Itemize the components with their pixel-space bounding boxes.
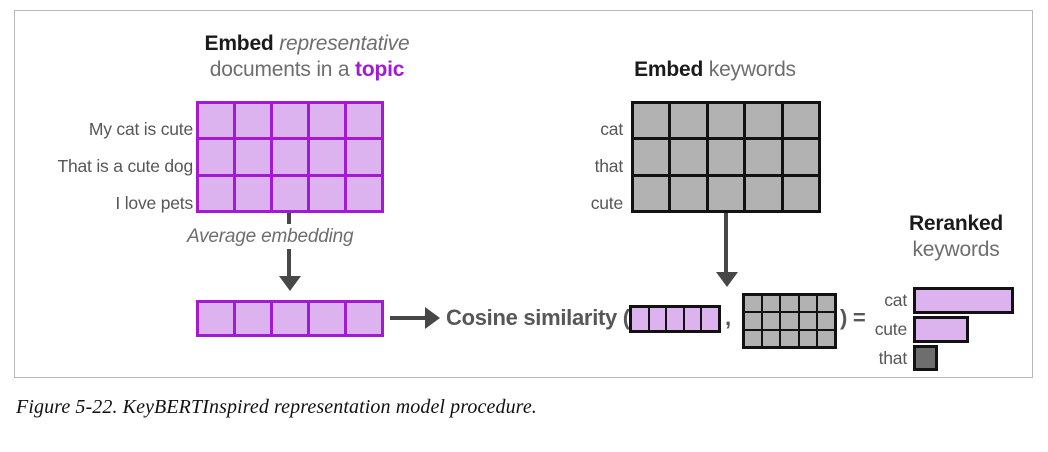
matrix-cell bbox=[783, 140, 818, 174]
reranked-bar-1 bbox=[913, 287, 1014, 314]
cosine-similarity-matrix bbox=[742, 293, 837, 349]
documents-title-representative: representative bbox=[279, 32, 410, 55]
matrix-cell bbox=[347, 140, 381, 174]
matrix-cell bbox=[199, 176, 233, 210]
matrix-cell bbox=[763, 330, 780, 346]
matrix-cell bbox=[236, 176, 270, 210]
vector-cell bbox=[199, 303, 233, 334]
reranked-bar-3 bbox=[913, 345, 938, 371]
documents-title-topic: topic bbox=[355, 58, 405, 81]
average-arrow-head bbox=[279, 276, 301, 291]
vector-cell bbox=[649, 308, 666, 330]
cosine-similarity-separator: , bbox=[725, 305, 731, 330]
matrix-cell bbox=[708, 176, 744, 210]
matrix-cell bbox=[310, 104, 344, 138]
reranked-bar-label-2: cute bbox=[874, 319, 907, 339]
matrix-cell bbox=[781, 296, 798, 312]
vector-cell bbox=[273, 303, 307, 334]
vector-cell bbox=[702, 308, 718, 330]
matrix-cell bbox=[347, 176, 381, 210]
matrix-cell bbox=[817, 330, 834, 346]
keyword-embedding-matrix bbox=[631, 101, 821, 213]
matrix-cell bbox=[634, 176, 669, 210]
document-row-label-3: I love pets bbox=[115, 193, 193, 213]
vector-cell bbox=[310, 303, 344, 334]
reranked-title-line2: keywords bbox=[912, 238, 1000, 261]
matrix-cell bbox=[273, 140, 307, 174]
document-row-label-1: My cat is cute bbox=[88, 119, 193, 139]
documents-title-embed: Embed bbox=[204, 32, 274, 55]
matrix-cell bbox=[273, 104, 307, 138]
keyword-row-label-2: that bbox=[594, 156, 624, 176]
documents-title-line2: documents in a topic bbox=[177, 57, 437, 82]
matrix-cell bbox=[310, 176, 344, 210]
matrix-cell bbox=[746, 176, 781, 210]
matrix-cell bbox=[799, 313, 816, 329]
matrix-cell bbox=[708, 140, 744, 174]
cosine-similarity-label: Cosine similarity ( bbox=[446, 305, 630, 330]
average-embedding-vector bbox=[196, 300, 384, 337]
vector-cell bbox=[347, 303, 381, 334]
matrix-cell bbox=[781, 330, 798, 346]
keyword-row-label-3: cute bbox=[590, 193, 623, 213]
matrix-cell bbox=[310, 140, 344, 174]
matrix-cell bbox=[273, 176, 307, 210]
keywords-title-keywords: keywords bbox=[708, 58, 796, 81]
documents-title-line1: Embed representative bbox=[177, 31, 437, 56]
average-embedding-label: Average embedding bbox=[185, 224, 356, 249]
matrix-cell bbox=[799, 330, 816, 346]
matrix-cell bbox=[708, 104, 744, 138]
matrix-cell bbox=[236, 104, 270, 138]
figure-frame: Embed representative documents in a topi… bbox=[14, 10, 1033, 378]
vector-cell bbox=[632, 308, 648, 330]
reranked-bar-2 bbox=[913, 316, 969, 343]
matrix-cell bbox=[671, 140, 706, 174]
matrix-cell bbox=[781, 313, 798, 329]
matrix-cell bbox=[746, 140, 781, 174]
document-embedding-matrix bbox=[196, 101, 384, 213]
matrix-cell bbox=[783, 104, 818, 138]
cosine-similarity-vector bbox=[629, 305, 721, 333]
keywords-title-embed: Embed bbox=[634, 58, 704, 81]
matrix-cell bbox=[763, 313, 780, 329]
matrix-cell bbox=[199, 104, 233, 138]
matrix-cell bbox=[746, 104, 781, 138]
matrix-cell bbox=[763, 296, 780, 312]
vector-cell bbox=[684, 308, 701, 330]
vector-cell bbox=[667, 308, 683, 330]
reranked-title-line1: Reranked bbox=[908, 212, 1004, 235]
matrix-cell bbox=[817, 296, 834, 312]
matrix-cell bbox=[236, 140, 270, 174]
similarity-arrow-stem bbox=[390, 316, 428, 320]
matrix-cell bbox=[783, 176, 818, 210]
keywords-title: Embed keywords bbox=[585, 57, 845, 82]
matrix-cell bbox=[634, 140, 669, 174]
documents-title-docs-in-a: documents in a bbox=[209, 58, 350, 81]
matrix-cell bbox=[199, 140, 233, 174]
matrix-cell bbox=[799, 296, 816, 312]
matrix-cell bbox=[745, 330, 762, 346]
matrix-cell bbox=[671, 104, 706, 138]
vector-cell bbox=[236, 303, 270, 334]
matrix-cell bbox=[817, 313, 834, 329]
keywords-arrow-stem bbox=[724, 213, 728, 275]
reranked-bar-label-3: that bbox=[878, 348, 908, 368]
keywords-arrow-head bbox=[716, 272, 738, 287]
document-row-label-2: That is a cute dog bbox=[57, 156, 193, 176]
reranked-bar-label-1: cat bbox=[884, 290, 907, 310]
matrix-cell bbox=[634, 104, 669, 138]
matrix-cell bbox=[745, 296, 762, 312]
matrix-cell bbox=[745, 313, 762, 329]
matrix-cell bbox=[671, 176, 706, 210]
figure-caption: Figure 5-22. KeyBERTInspired representat… bbox=[16, 396, 537, 418]
matrix-cell bbox=[347, 104, 381, 138]
similarity-arrow-head bbox=[425, 307, 440, 329]
keyword-row-label-1: cat bbox=[600, 119, 623, 139]
cosine-similarity-close: ) = bbox=[840, 305, 866, 330]
